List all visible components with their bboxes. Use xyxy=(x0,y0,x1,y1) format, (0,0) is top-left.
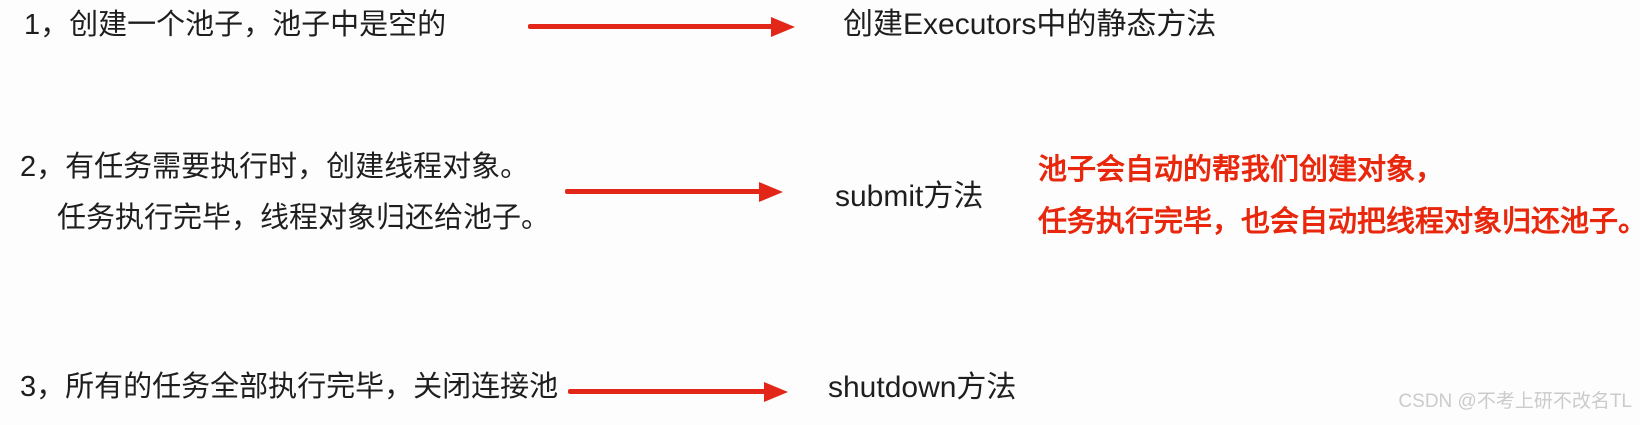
arrow-head xyxy=(764,382,788,402)
step3-description: 3，所有的任务全部执行完毕，关闭连接池 xyxy=(20,371,559,403)
step2-method-label: submit方法 xyxy=(835,180,984,213)
step3-method-label: shutdown方法 xyxy=(828,371,1017,404)
csdn-watermark: CSDN @不考上研不改名TL xyxy=(1398,391,1632,412)
arrow-head xyxy=(771,17,795,37)
arrow-head xyxy=(759,182,783,202)
arrow-shaft xyxy=(568,389,772,394)
step2-description-line1: 2，有任务需要执行时，创建线程对象。 xyxy=(20,151,530,183)
arrow-shaft xyxy=(565,189,767,194)
step2-note-line1: 池子会自动的帮我们创建对象， xyxy=(1038,154,1445,186)
step2-description-line2: 任务执行完毕，线程对象归还给池子。 xyxy=(57,202,551,234)
arrow-shaft xyxy=(528,24,779,29)
step1-method-label: 创建Executors中的静态方法 xyxy=(843,8,1217,41)
arrow-right-icon xyxy=(565,182,783,202)
arrow-right-icon xyxy=(528,17,795,37)
step2-note-line2: 任务执行完毕，也会自动把线程对象归还池子。 xyxy=(1038,206,1640,238)
arrow-right-icon xyxy=(568,382,788,402)
step1-description: 1，创建一个池子，池子中是空的 xyxy=(24,9,447,41)
